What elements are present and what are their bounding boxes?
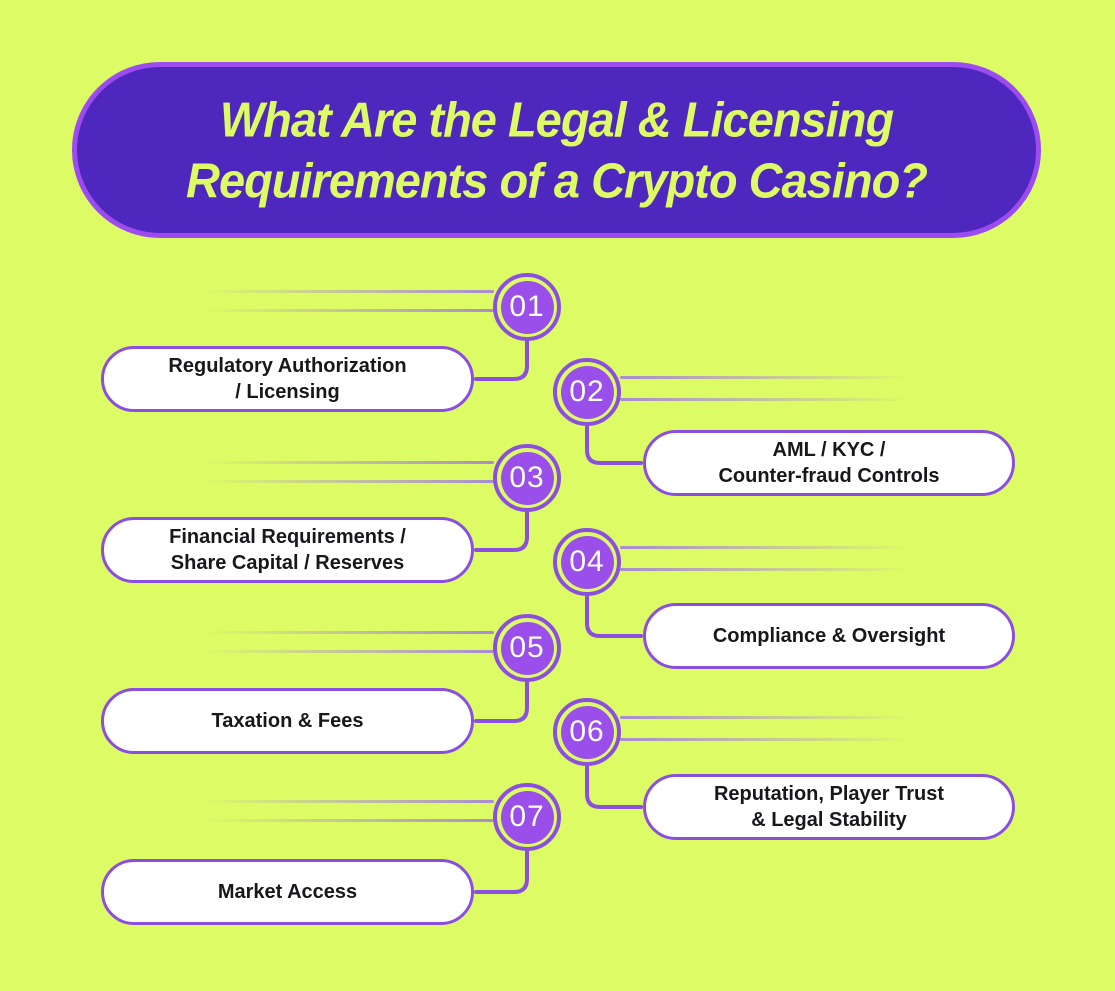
step-circle-03: 03 xyxy=(493,444,561,512)
step-circle-02: 02 xyxy=(553,358,621,426)
connector-elbow-01 xyxy=(474,339,529,381)
step-label-01-line2: / Licensing xyxy=(235,381,340,403)
step-label-06-line2: & Legal Stability xyxy=(751,809,907,831)
step-number-04: 04 xyxy=(569,545,605,578)
step-dot-04: 04 xyxy=(560,535,614,589)
step-pill-01: Regulatory Authorization / Licensing xyxy=(101,346,474,412)
speed-line xyxy=(620,546,910,549)
speed-line xyxy=(620,376,910,379)
step-circle-01: 01 xyxy=(493,273,561,341)
step-pill-06: Reputation, Player Trust & Legal Stabili… xyxy=(643,774,1015,840)
step-pill-05: Taxation & Fees xyxy=(101,688,474,754)
speed-line xyxy=(204,480,494,483)
step-number-02: 02 xyxy=(569,375,605,408)
step-dot-05: 05 xyxy=(500,621,554,675)
step-label-01-line1: Regulatory Authorization xyxy=(168,355,407,377)
step-circle-05: 05 xyxy=(493,614,561,682)
speed-line xyxy=(620,568,910,571)
step-dot-06: 06 xyxy=(560,705,614,759)
step-label-05-line1: Taxation & Fees xyxy=(211,710,364,732)
step-label-02-line2: Counter-fraud Controls xyxy=(718,465,940,487)
connector-elbow-03 xyxy=(474,510,529,552)
step-dot-03: 03 xyxy=(500,451,554,505)
step-label-04-line1: Compliance & Oversight xyxy=(712,625,946,647)
step-pill-02: AML / KYC / Counter-fraud Controls xyxy=(643,430,1015,496)
step-pill-07: Market Access xyxy=(101,859,474,925)
step-circle-04: 04 xyxy=(553,528,621,596)
step-dot-01: 01 xyxy=(500,280,554,334)
step-label-06-line1: Reputation, Player Trust xyxy=(713,783,945,805)
speed-line xyxy=(204,650,494,653)
connector-elbow-02 xyxy=(585,424,643,465)
step-dot-02: 02 xyxy=(560,365,614,419)
step-number-05: 05 xyxy=(509,631,545,664)
page-title-line-2: Requirements of a Crypto Casino? xyxy=(186,152,928,209)
step-label-03-line2: Share Capital / Reserves xyxy=(170,552,405,574)
speed-line xyxy=(204,309,494,312)
speed-line xyxy=(204,800,494,803)
step-number-01: 01 xyxy=(509,290,545,323)
speed-line xyxy=(620,738,910,741)
speed-line xyxy=(204,461,494,464)
connector-elbow-07 xyxy=(474,849,529,894)
speed-line xyxy=(204,290,494,293)
step-label-03-line1: Financial Requirements / xyxy=(169,526,406,548)
step-number-06: 06 xyxy=(569,715,605,748)
step-pill-03: Financial Requirements / Share Capital /… xyxy=(101,517,474,583)
step-label-02-line1: AML / KYC / xyxy=(772,439,886,461)
speed-line xyxy=(204,819,494,822)
speed-line xyxy=(620,716,910,719)
connector-elbow-04 xyxy=(585,594,643,638)
connector-elbow-05 xyxy=(474,680,529,723)
step-number-07: 07 xyxy=(509,800,545,833)
step-pill-04: Compliance & Oversight xyxy=(643,603,1015,669)
page-title-line-1: What Are the Legal & Licensing xyxy=(219,91,894,148)
speed-line xyxy=(620,398,910,401)
step-label-07-line1: Market Access xyxy=(217,881,358,903)
speed-line xyxy=(204,631,494,634)
step-dot-07: 07 xyxy=(500,790,554,844)
step-circle-06: 06 xyxy=(553,698,621,766)
step-circle-07: 07 xyxy=(493,783,561,851)
title-banner: What Are the Legal & Licensing Requireme… xyxy=(72,62,1041,238)
connector-elbow-06 xyxy=(585,764,643,809)
step-number-03: 03 xyxy=(509,461,545,494)
